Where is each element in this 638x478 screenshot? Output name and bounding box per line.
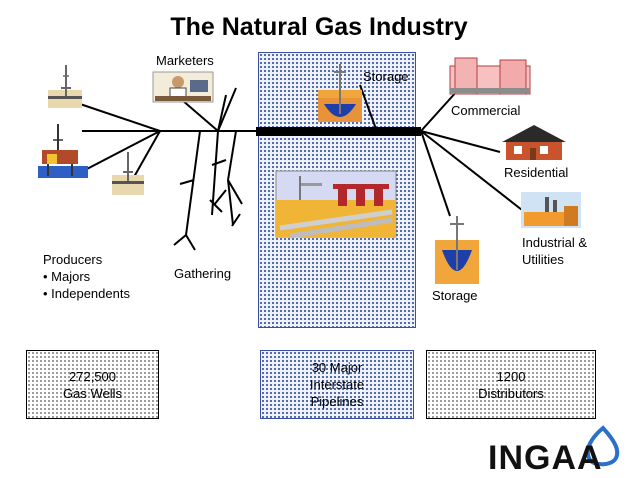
land-well-icon — [112, 152, 144, 195]
gathering-line — [231, 213, 241, 227]
gas-wells-text: 272,500 Gas Wells — [63, 368, 122, 402]
gathering-label: Gathering — [174, 266, 232, 281]
distributors-caption: Distributors — [478, 385, 544, 401]
gas-wells-box: 272,500 Gas Wells — [26, 350, 159, 419]
storage-well-icon — [318, 64, 362, 122]
gathering-line — [227, 179, 234, 226]
gathering-line — [211, 159, 227, 166]
industrial-plant-icon — [521, 192, 581, 228]
residential-line — [420, 130, 501, 153]
storage-label: Storage — [363, 69, 409, 84]
interstate-pipeline-bar — [256, 127, 421, 136]
storage-well-icon — [435, 216, 479, 284]
pipelines-line: 30 Major — [311, 360, 363, 375]
gathering-line — [227, 179, 243, 205]
pipelines-box: 30 Major Interstate Pipelines — [260, 350, 414, 419]
commercial-line — [420, 89, 459, 132]
residential-label: Residential — [504, 165, 569, 180]
commercial-building-icon — [449, 57, 531, 95]
marketer-desk-icon — [152, 71, 214, 103]
producers-item: • Independents — [43, 286, 130, 301]
distributors-count: 1200 — [496, 368, 526, 384]
page-title: The Natural Gas Industry — [170, 13, 468, 41]
residential-house-icon — [502, 125, 566, 160]
offshore-platform-icon — [38, 124, 88, 178]
producer-feeder-line — [79, 103, 161, 132]
storage-right-line — [420, 130, 451, 217]
gathering-line — [211, 130, 219, 216]
gathering-line — [213, 189, 227, 206]
distributors-text: 1200 Distributors — [478, 368, 544, 402]
gas-wells-count: 272,500 — [69, 368, 116, 384]
gathering-line — [185, 130, 201, 236]
flame-icon — [585, 425, 620, 467]
producers-item: • Majors — [43, 269, 91, 284]
producers-heading: Producers — [43, 252, 103, 267]
producers-label: Producers • Majors • Independents — [43, 251, 130, 302]
gathering-line — [209, 199, 223, 213]
pipelines-text: 30 Major Interstate Pipelines — [310, 359, 364, 410]
distributors-box: 1200 Distributors — [426, 350, 596, 419]
marketers-branch-line — [217, 94, 227, 132]
pipelines-line: Pipelines — [310, 394, 364, 409]
storage-label: Storage — [432, 288, 478, 303]
industrial-label: Industrial & Utilities — [522, 234, 587, 268]
pipelines-line: Interstate — [309, 377, 365, 392]
marketers-branch-line — [217, 87, 237, 132]
industrial-line — [420, 130, 523, 211]
gathering-line — [179, 179, 195, 185]
industrial-label-line: Utilities — [522, 252, 564, 267]
land-well-icon — [48, 65, 82, 108]
marketers-label: Marketers — [156, 53, 214, 68]
storage-link-line — [359, 84, 377, 130]
producer-feeder-line — [84, 130, 161, 171]
gathering-line — [173, 234, 187, 246]
gathering-line — [227, 130, 237, 181]
ingaa-logo: INGAA — [488, 439, 603, 477]
marketers-link-line — [181, 99, 219, 132]
commercial-label: Commercial — [451, 103, 521, 118]
gas-wells-caption: Gas Wells — [63, 385, 122, 401]
compressor-station-icon — [275, 170, 397, 239]
gathering-line — [185, 234, 196, 251]
industrial-label-line: Industrial & — [522, 235, 588, 250]
